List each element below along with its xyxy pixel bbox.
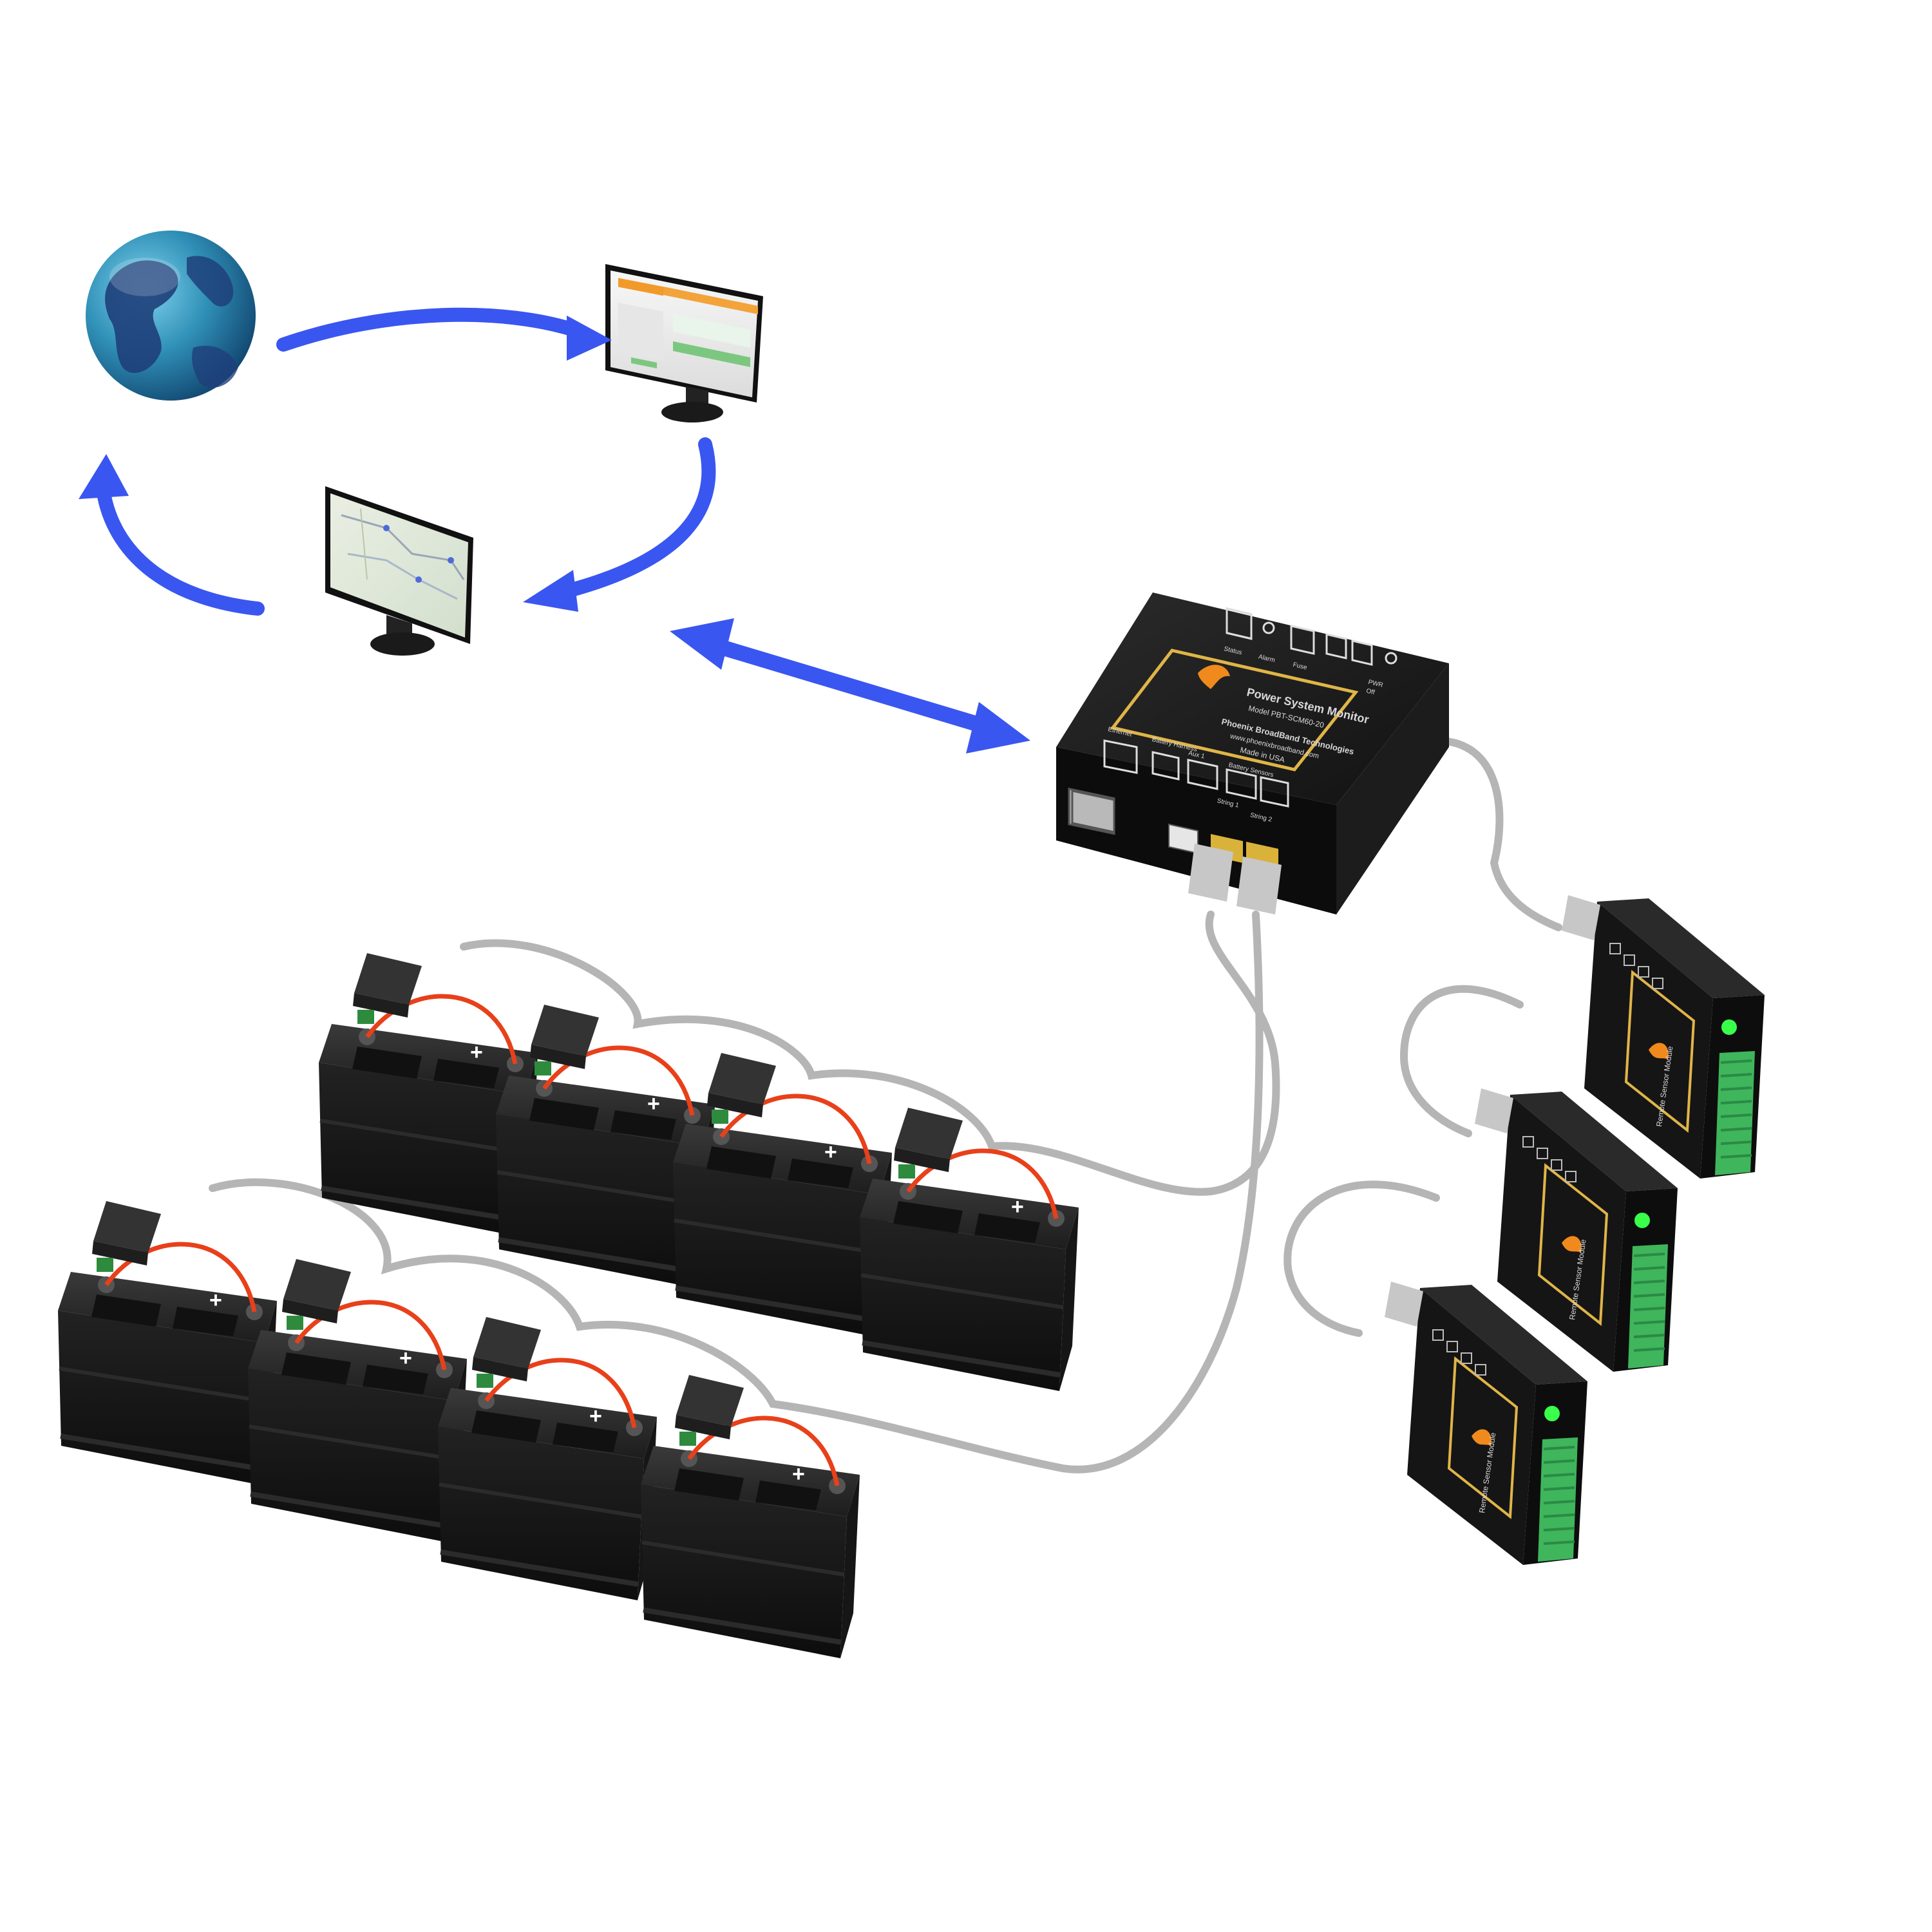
battery-sensor (676, 1375, 744, 1426)
sensor-board (535, 1061, 551, 1075)
battery: + (248, 1259, 467, 1542)
remote-sensor-module: Remote Sensor Module (1385, 1282, 1587, 1565)
phoenix-logo (1472, 1429, 1492, 1446)
status-led (1544, 1406, 1560, 1421)
arrow-head (966, 702, 1030, 753)
jumper-wire (542, 1045, 695, 1116)
plus-sign: + (792, 1462, 805, 1486)
plus-sign: + (589, 1404, 602, 1428)
remote-sensor-module: Remote Sensor Module (1562, 895, 1765, 1179)
battery-sensor (473, 1317, 541, 1368)
sensor-board (97, 1258, 113, 1272)
sensor-board (477, 1374, 493, 1388)
sensor-board (679, 1432, 696, 1446)
plus-sign: + (399, 1346, 412, 1370)
battery: + (673, 1053, 892, 1336)
phoenix-logo (1198, 665, 1230, 689)
phoenix-logo (1649, 1043, 1669, 1059)
sensor-board (287, 1316, 303, 1330)
module-cable-1 (1432, 737, 1562, 931)
jumper-wire (719, 1094, 872, 1164)
battery-sensor (708, 1053, 776, 1104)
ethernet-port (1071, 790, 1115, 833)
monitor-dashboard-icon (605, 264, 763, 422)
battery: + (641, 1375, 860, 1658)
plus-sign: + (824, 1140, 837, 1164)
monitor-map-icon (325, 486, 473, 656)
label-pwr: PWR (1367, 679, 1383, 689)
jumper-wire (906, 1148, 1059, 1219)
arrow-network-link (714, 639, 987, 732)
monitor-label-panel (1110, 649, 1359, 772)
arrow-head (567, 316, 612, 361)
module-label-panel (1537, 1163, 1609, 1326)
battery-sensor (531, 1005, 599, 1056)
battery: + (58, 1201, 277, 1484)
jumper-wire (687, 1416, 840, 1486)
arrow-globe-to-dashboard (276, 307, 587, 352)
rj45-plug (1385, 1282, 1423, 1327)
battery-sensor (895, 1108, 963, 1159)
remote-sensor-module: Remote Sensor Module (1475, 1088, 1678, 1372)
plus-sign: + (209, 1288, 222, 1312)
battery-sensor (93, 1201, 161, 1253)
sensor-board (898, 1164, 915, 1179)
label-off: Off (1365, 688, 1376, 697)
label-fuse: Fuse (1293, 661, 1309, 672)
status-led (1721, 1019, 1737, 1035)
jumper-wire (365, 994, 518, 1065)
sensor-board (712, 1110, 728, 1124)
battery-sensor (283, 1259, 351, 1311)
arrow-dashboard-to-map (560, 437, 716, 598)
module-label-panel (1624, 970, 1696, 1133)
battery: + (860, 1108, 1079, 1391)
phoenix-logo (1562, 1236, 1582, 1253)
arrow-head (670, 618, 734, 670)
jumper-wire (484, 1358, 637, 1428)
power-system-monitor: Power System Monitor Model PBT-SCM60-20 … (1056, 592, 1449, 914)
string-1-cable (460, 911, 1280, 1196)
plus-sign: + (647, 1092, 660, 1116)
rj45-plug (1188, 844, 1233, 902)
module-cable-3 (1283, 1180, 1440, 1337)
jumper-wire (104, 1242, 257, 1312)
arrow-head (523, 570, 578, 612)
sensor-cable-group (209, 737, 1562, 1473)
battery-sensor (354, 953, 422, 1005)
arrow-head (79, 454, 129, 499)
battery-bank: + + + + + + + + (58, 953, 1079, 1658)
plus-sign: + (470, 1040, 483, 1065)
string-2-cable (209, 911, 1264, 1473)
sensor-board (357, 1010, 374, 1024)
battery: + (438, 1317, 657, 1600)
plus-sign: + (1011, 1195, 1024, 1219)
rj45-plug (1475, 1088, 1513, 1133)
module-cable-2 (1399, 985, 1524, 1137)
rj45-plug (1562, 895, 1600, 940)
jumper-wire (294, 1300, 447, 1370)
status-led (1634, 1213, 1650, 1228)
module-label-panel (1447, 1356, 1519, 1519)
data-flow-arrows (79, 307, 1030, 753)
battery: + (496, 1005, 715, 1288)
arrow-map-to-globe (96, 482, 265, 616)
globe-icon (86, 231, 256, 401)
rj45-plug (1236, 857, 1282, 914)
